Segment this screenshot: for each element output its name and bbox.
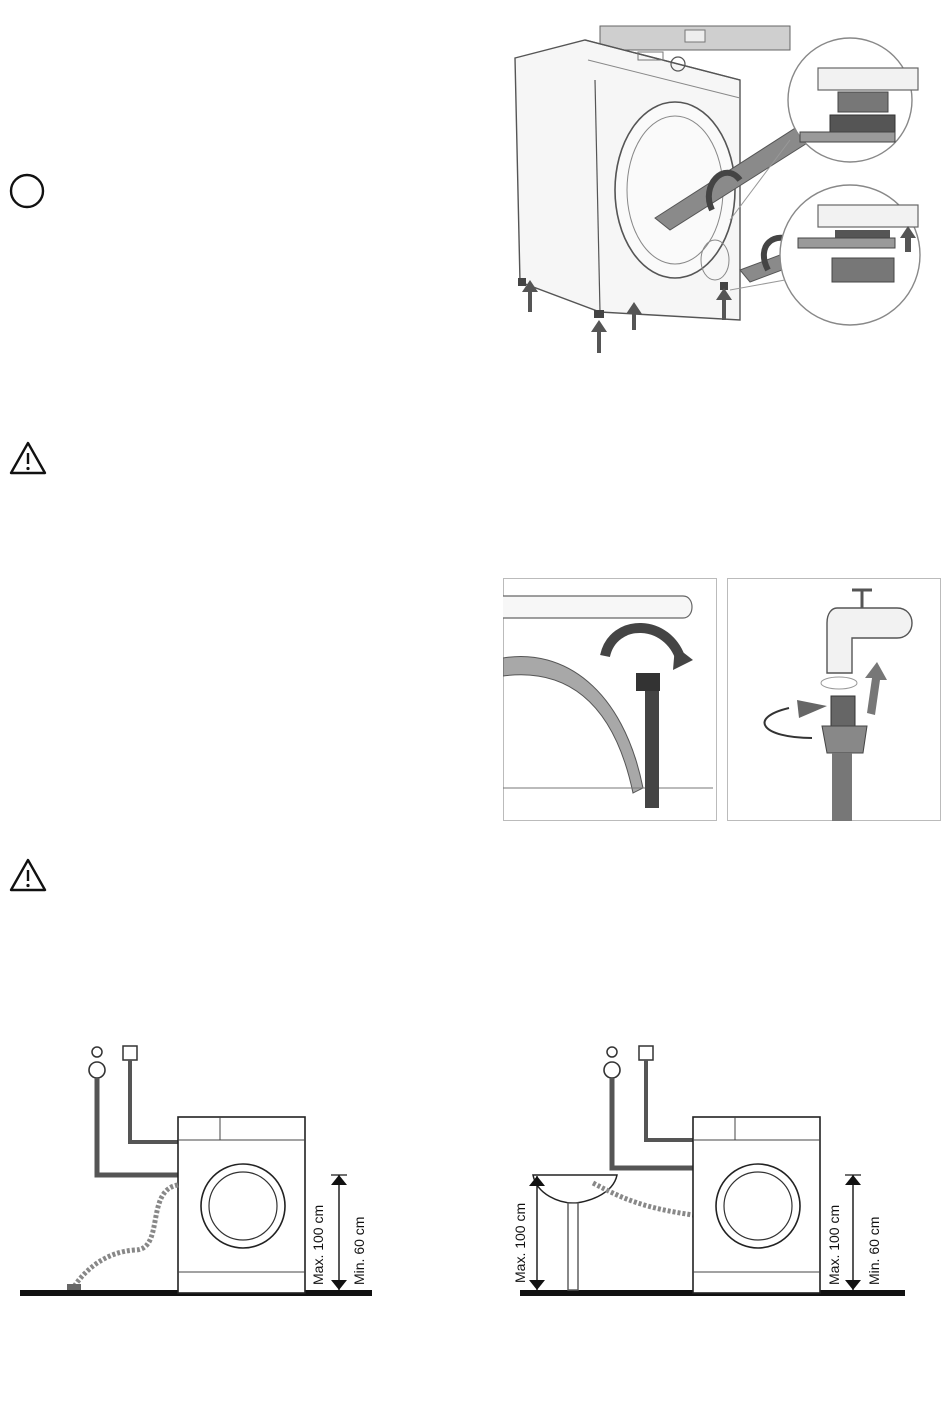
leveling-feet-illustration — [500, 20, 945, 365]
drain-height-diagram-sink: Max. 100 cm Max. 100 cm Min. 60 cm — [505, 1040, 905, 1305]
inlet-hose-tap-connection-illustration — [727, 578, 941, 821]
info-circle-icon — [8, 172, 46, 210]
sink-machine-min-height-label: Min. 60 cm — [866, 1217, 882, 1285]
floor-min-height-label: Min. 60 cm — [351, 1217, 367, 1285]
sink-machine-max-height-label: Max. 100 cm — [826, 1205, 842, 1285]
sink-max-height-label: Max. 100 cm — [512, 1203, 528, 1283]
warning-triangle-icon — [8, 857, 48, 893]
inlet-hose-machine-connection-illustration — [503, 578, 717, 821]
floor-max-height-label: Max. 100 cm — [310, 1205, 326, 1285]
warning-triangle-icon — [8, 440, 48, 476]
drain-height-diagram-floor: Max. 100 cm Min. 60 cm — [15, 1040, 375, 1305]
